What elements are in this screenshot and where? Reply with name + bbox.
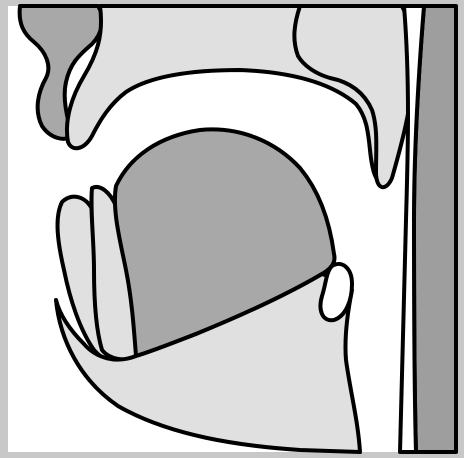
vocal-tract-midsagittal-diagram [0,0,464,458]
diagram-canvas [0,0,464,458]
